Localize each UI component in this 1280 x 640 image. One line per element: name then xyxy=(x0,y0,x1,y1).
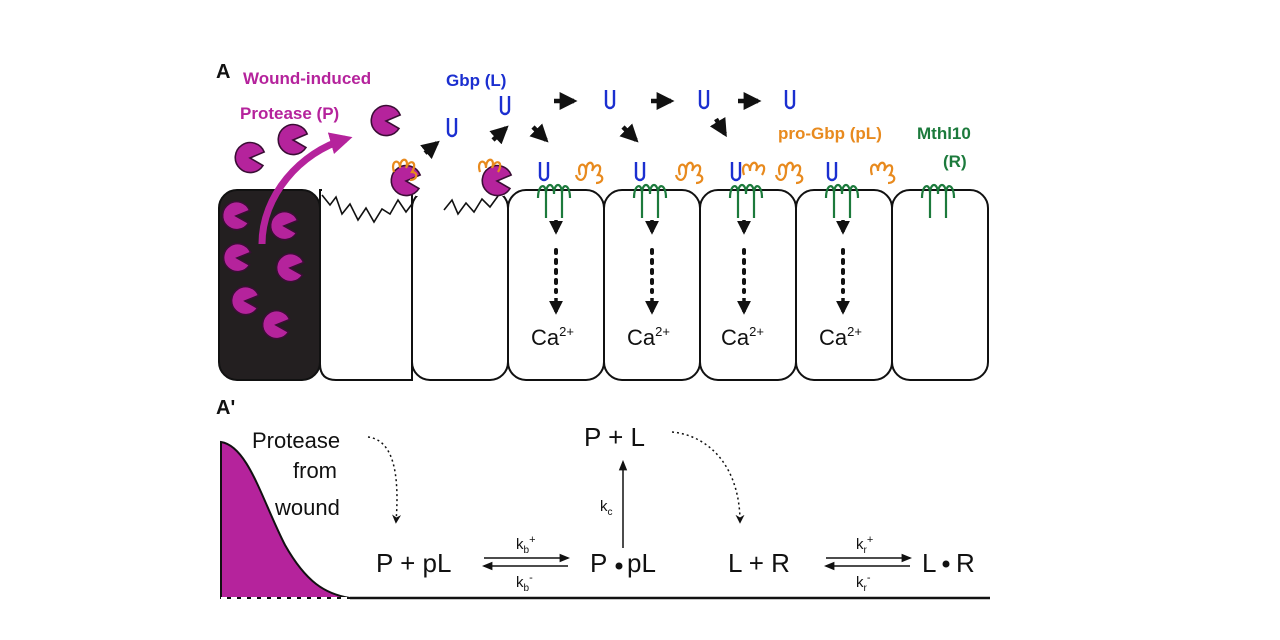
receptor-icon xyxy=(536,183,572,218)
reactant-1: P + pL xyxy=(376,548,451,578)
cell-6 xyxy=(699,189,797,381)
protease-icon xyxy=(230,285,260,316)
calcium-signal-6: Ca2+ xyxy=(721,220,764,350)
complex-l-r: L R xyxy=(922,548,975,578)
progbp-icon xyxy=(742,161,766,176)
protease-icon xyxy=(370,104,402,137)
kr-reverse-label: kr- xyxy=(856,572,871,594)
panel-a-label: A xyxy=(216,61,230,83)
gbp-molecules xyxy=(446,90,838,182)
complex-2-l: L xyxy=(922,548,936,578)
bond-dot xyxy=(942,560,950,568)
progbp-icon xyxy=(392,158,418,182)
source-label-line1: Protease xyxy=(252,428,340,453)
protease-icon xyxy=(261,309,291,340)
protease-icon xyxy=(275,252,305,283)
gbp-icon xyxy=(826,162,838,182)
progbp-icon xyxy=(478,158,502,173)
gbp-icon xyxy=(634,162,646,182)
gbp-icon xyxy=(446,118,458,138)
receptor-icon xyxy=(632,183,668,218)
arrow-icon xyxy=(529,123,549,143)
calcium-signal-7: Ca2+ xyxy=(819,220,862,350)
protease-label-line1: Wound-induced xyxy=(243,69,371,88)
source-label-line2: from xyxy=(293,458,337,483)
kb-forward-label: kb+ xyxy=(516,534,536,556)
arrow-icon xyxy=(420,140,440,160)
arrow-icon xyxy=(489,125,509,145)
kc-label: kc xyxy=(600,498,613,518)
gbp-icon xyxy=(784,90,796,110)
protease-to-reaction-arrow xyxy=(367,436,402,524)
ion-label: Ca2+ xyxy=(721,324,764,350)
cell-8 xyxy=(891,189,989,381)
complex-p-pl: P pL xyxy=(590,548,656,578)
ion-label: Ca2+ xyxy=(819,324,862,350)
ion-label: Ca2+ xyxy=(627,324,670,350)
receptor-icon xyxy=(728,183,764,218)
gbp-icon xyxy=(730,162,742,182)
protease-icon xyxy=(222,242,252,273)
panel-a-prime-label: A' xyxy=(216,397,235,419)
complex-1-pl: pL xyxy=(627,548,656,578)
protease-icon xyxy=(277,123,309,156)
gbp-icon xyxy=(698,90,710,110)
protease-gradient-curve xyxy=(220,440,351,599)
kb-reverse-label: kb- xyxy=(516,572,533,594)
progbp-icon xyxy=(870,161,896,185)
gbp-icon xyxy=(538,162,550,182)
protease-icon xyxy=(390,164,422,197)
progbp-icon xyxy=(674,161,704,185)
progbp-molecules xyxy=(392,158,896,185)
gbp-label: Gbp (L) xyxy=(446,71,506,90)
protease-release-arrow xyxy=(258,132,353,245)
receptor-icon xyxy=(920,183,956,218)
bond-dot xyxy=(615,562,623,570)
receptor-molecules xyxy=(536,183,956,218)
protease-label-line2: Protease (P) xyxy=(240,104,339,123)
gbp-icon xyxy=(604,90,616,110)
arrow-icon xyxy=(709,117,727,138)
protease-icon xyxy=(221,200,251,231)
receptor-label-line1: Mthl10 xyxy=(917,124,971,143)
cleavage-products: P + L xyxy=(584,422,645,452)
calcium-signal-4: Ca2+ xyxy=(531,220,574,350)
cell-2 xyxy=(319,189,413,381)
ruptured-membrane-1 xyxy=(321,194,413,224)
protease-icon xyxy=(234,141,266,174)
diffusion-arrows xyxy=(420,92,762,160)
cell-3 xyxy=(411,189,509,381)
progbp-label: pro-Gbp (pL) xyxy=(778,124,882,143)
receptor-icon xyxy=(824,183,860,218)
protease-molecules xyxy=(221,104,513,340)
progbp-icon xyxy=(774,161,804,185)
protease-icon xyxy=(269,210,299,241)
cell-row xyxy=(218,186,989,381)
complex-1-p: P xyxy=(590,548,607,578)
reactant-2: L + R xyxy=(728,548,790,578)
cell-7 xyxy=(795,189,893,381)
calcium-signal-5: Ca2+ xyxy=(627,220,670,350)
gbp-icon xyxy=(499,96,511,116)
kr-forward-label: kr+ xyxy=(856,534,873,556)
source-label-line3: wound xyxy=(274,495,340,520)
ion-label: Ca2+ xyxy=(531,324,574,350)
ligand-to-receptor-arrow xyxy=(671,431,745,524)
ruptured-membrane-2 xyxy=(443,195,499,216)
arrow-icon xyxy=(619,123,639,143)
progbp-icon xyxy=(574,161,604,185)
receptor-label-line2: (R) xyxy=(943,152,967,171)
protease-icon xyxy=(481,164,513,197)
complex-2-r: R xyxy=(956,548,975,578)
